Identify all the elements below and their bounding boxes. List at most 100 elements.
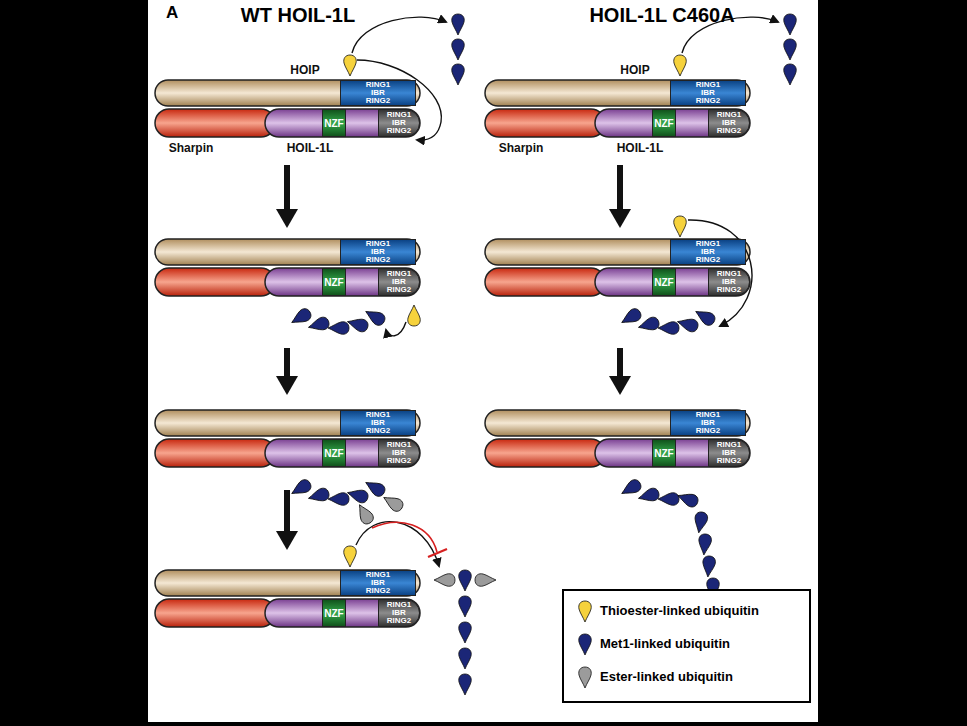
hoil-pill: HOIL-1LNZFRING1 IBR RING2 bbox=[595, 109, 750, 137]
met1-ubiquitin bbox=[452, 39, 465, 60]
thioester-ubiquitin bbox=[408, 305, 421, 326]
complex-bars bbox=[155, 410, 420, 467]
met1-ubiquitin bbox=[328, 493, 349, 506]
met1-ubiquitin bbox=[452, 64, 465, 85]
met1-ubiquitin bbox=[289, 307, 313, 328]
thioester-ubiquitin bbox=[674, 216, 687, 237]
domain-name: NZF bbox=[324, 277, 343, 288]
hoil-ring-domain: RING1 IBR RING2 bbox=[708, 109, 750, 137]
protein-name: HOIL-1L bbox=[595, 141, 685, 155]
column-title: HOIL-1L C460A bbox=[532, 4, 792, 27]
domain-name: RING1 IBR RING2 bbox=[691, 81, 725, 105]
legend-frame bbox=[563, 590, 810, 702]
ring-domain-box: RING1 IBR RING2 bbox=[340, 80, 416, 106]
legend-text: Thioester-linked ubiquitin bbox=[600, 603, 759, 618]
nzf-domain: NZF bbox=[322, 268, 346, 296]
hoil-ring-domain: RING1 IBR RING2 bbox=[378, 109, 420, 137]
transfer-arrow bbox=[688, 220, 752, 326]
ring-domain-box: RING1 IBR RING2 bbox=[670, 80, 746, 106]
sharpin-pill: Sharpin bbox=[155, 109, 273, 137]
met1-ubiquitin bbox=[459, 570, 472, 591]
met1-ubiquitin bbox=[346, 316, 370, 334]
met1-ubiquitin bbox=[784, 39, 797, 60]
ester-ubiquitin bbox=[381, 492, 405, 513]
domain-name: RING1 IBR RING2 bbox=[712, 111, 746, 135]
inhibition-mark bbox=[372, 522, 447, 557]
met1-ubiquitin bbox=[693, 511, 709, 534]
met1-ubiquitin bbox=[619, 478, 643, 499]
met1-ubiquitin bbox=[637, 316, 661, 334]
hoip-bar: HOIPRING1 IBR RING2 bbox=[155, 80, 420, 106]
met1-ubiquitin bbox=[784, 14, 797, 35]
step-arrow bbox=[276, 376, 298, 395]
met1-ubiquitin bbox=[363, 477, 387, 498]
met1-ubiquitin bbox=[693, 306, 717, 327]
domain-name: RING1 IBR RING2 bbox=[712, 270, 746, 294]
protein-name: HOIP bbox=[590, 63, 680, 77]
met1-ubiquitin bbox=[698, 533, 712, 555]
complex-bars bbox=[485, 80, 750, 137]
hoil-ring-domain: RING1 IBR RING2 bbox=[708, 439, 750, 467]
complex-bars bbox=[155, 80, 420, 137]
transfer-arrow bbox=[386, 322, 406, 336]
met1-ubiquitin bbox=[363, 306, 387, 327]
ester-ubiquitin bbox=[354, 502, 375, 526]
met1-ubiquitin bbox=[346, 487, 370, 505]
met1-ubiquitin bbox=[702, 555, 716, 577]
hoil-ring-domain: RING1 IBR RING2 bbox=[378, 599, 420, 627]
panel-letter: A bbox=[166, 3, 196, 23]
met1-ubiquitin bbox=[307, 316, 331, 334]
protein-name: Sharpin bbox=[155, 141, 227, 155]
legend-text: Met1-linked ubiquitin bbox=[600, 636, 730, 651]
nzf-domain: NZF bbox=[652, 109, 676, 137]
met1-ubiquitin bbox=[289, 478, 313, 499]
thioester-ubiquitin bbox=[674, 55, 687, 76]
step-arrows bbox=[276, 165, 631, 550]
transfer-arrow bbox=[352, 17, 446, 53]
ring-domain-box: RING1 IBR RING2 bbox=[340, 410, 416, 436]
met1-ubiquitin bbox=[459, 622, 472, 643]
step-arrow bbox=[617, 348, 623, 378]
complex-bars bbox=[485, 410, 750, 467]
ester-ubiquitin bbox=[475, 574, 496, 587]
domain-name: RING1 IBR RING2 bbox=[361, 571, 395, 595]
met1-ubiquitin bbox=[459, 648, 472, 669]
domain-name: NZF bbox=[654, 277, 673, 288]
nzf-domain: NZF bbox=[322, 109, 346, 137]
met1-ubiquitin bbox=[328, 322, 349, 335]
domain-name: RING1 IBR RING2 bbox=[361, 240, 395, 264]
domain-name: RING1 IBR RING2 bbox=[691, 240, 725, 264]
step-arrow bbox=[609, 209, 631, 228]
hoip-bar: HOIPRING1 IBR RING2 bbox=[485, 80, 750, 106]
ring-domain-box: RING1 IBR RING2 bbox=[670, 410, 746, 436]
hoil-ring-domain: RING1 IBR RING2 bbox=[378, 439, 420, 467]
met1-ubiquitin bbox=[658, 322, 679, 335]
met1-ubiquitin bbox=[459, 596, 472, 617]
inhibition-line bbox=[372, 522, 437, 552]
ester-ubiquitin bbox=[434, 574, 455, 587]
ring-domain-box: RING1 IBR RING2 bbox=[340, 570, 416, 596]
domain-name: RING1 IBR RING2 bbox=[691, 411, 725, 435]
domain-name: RING1 IBR RING2 bbox=[382, 601, 416, 625]
complex-bars bbox=[155, 239, 420, 296]
transfer-arrow bbox=[356, 522, 439, 566]
step-arrow bbox=[609, 376, 631, 395]
protein-name: Sharpin bbox=[485, 141, 557, 155]
hoil-ring-domain: RING1 IBR RING2 bbox=[708, 268, 750, 296]
domain-name: NZF bbox=[654, 118, 673, 129]
met1-ubiquitin bbox=[459, 674, 472, 695]
thioester-ubiquitin bbox=[344, 55, 357, 76]
legend-sample bbox=[579, 667, 592, 688]
protein-name: HOIP bbox=[260, 63, 350, 77]
thioester-ubiquitin bbox=[344, 546, 357, 567]
column-title: WT HOIL-1L bbox=[178, 4, 418, 27]
met1-ubiquitin bbox=[658, 493, 679, 506]
met1-ubiquitin bbox=[307, 487, 331, 505]
domain-name: NZF bbox=[654, 448, 673, 459]
met1-ubiquitin bbox=[619, 307, 643, 328]
met1-ubiquitin bbox=[676, 316, 700, 334]
met1-ubiquitin bbox=[637, 487, 661, 505]
domain-name: NZF bbox=[324, 118, 343, 129]
domain-name: RING1 IBR RING2 bbox=[382, 270, 416, 294]
